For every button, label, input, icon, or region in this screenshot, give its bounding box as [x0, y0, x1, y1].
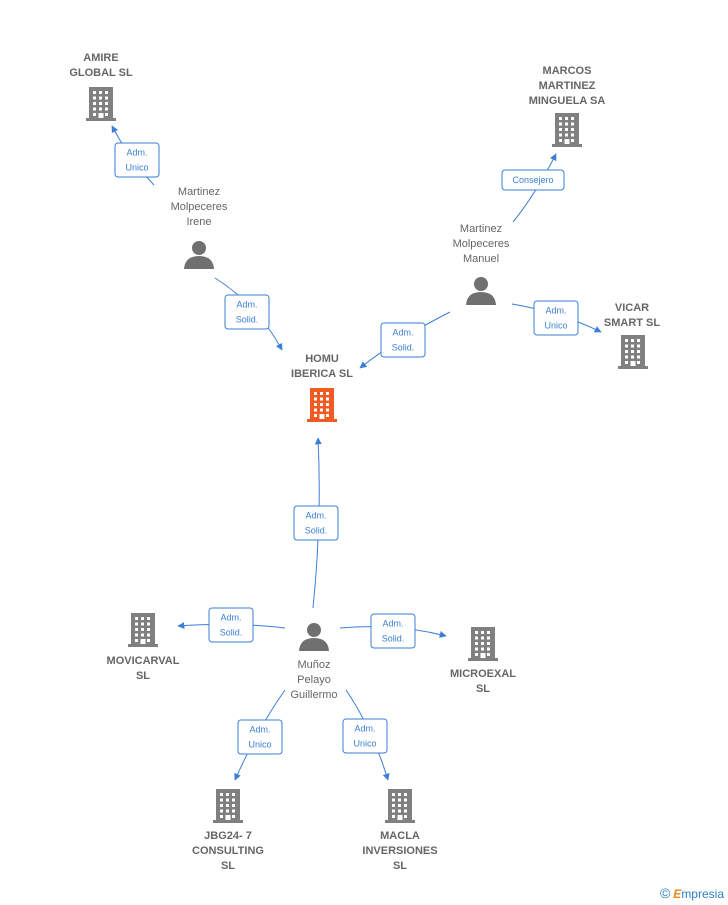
node-macla[interactable]: MACLA INVERSIONES SL	[362, 789, 438, 872]
node-microexal[interactable]: MICROEXAL SL	[450, 627, 516, 695]
edge-label-box[interactable]	[501, 169, 565, 191]
node-label: JBG24- 7	[204, 830, 252, 842]
node-label: Martinez	[460, 223, 502, 235]
edge-label-text: Consejero	[512, 175, 553, 185]
edge-label-text: Adm.	[305, 511, 326, 521]
edge-label-text: Unico	[353, 739, 376, 749]
node-amire[interactable]: AMIRE GLOBAL SL	[69, 52, 133, 121]
brand-initial: E	[673, 887, 682, 901]
edge-guillermo-macla: Adm. Unico	[342, 689, 390, 781]
edge-label-box[interactable]	[370, 613, 416, 649]
brand-name: mpresia	[681, 887, 724, 901]
edge-label-text: Adm.	[382, 619, 403, 629]
edge-label-box[interactable]	[380, 322, 426, 358]
person-icon[interactable]	[466, 277, 496, 305]
edge-label-text: Adm.	[249, 725, 270, 735]
node-label: MACLA	[380, 830, 420, 842]
edge-label-text: Adm.	[545, 306, 566, 316]
edge-manuel-vicar: Adm. Unico	[511, 300, 602, 336]
edge-guillermo-homu: Adm. Solid.	[293, 437, 339, 609]
edge-label-text: Unico	[248, 740, 271, 750]
node-label: MARCOS	[543, 65, 592, 77]
node-label: SL	[393, 860, 407, 872]
node-label: Muñoz	[297, 659, 330, 671]
edge-label-text: Solid.	[382, 634, 405, 644]
node-label: GLOBAL SL	[69, 67, 133, 79]
node-label: VICAR	[615, 302, 649, 314]
edge-label-text: Unico	[125, 163, 148, 173]
edge-label-box[interactable]	[533, 300, 579, 336]
building-icon[interactable]	[86, 87, 116, 121]
building-icon[interactable]	[307, 388, 337, 422]
building-icon[interactable]	[618, 335, 648, 369]
node-marcos[interactable]: MARCOS MARTINEZ MINGUELA SA	[529, 65, 606, 147]
edge-label-text: Adm.	[220, 613, 241, 623]
node-label: Martinez	[178, 186, 220, 198]
edge-guillermo-microexal: Adm. Solid.	[339, 613, 447, 649]
person-icon[interactable]	[299, 623, 329, 651]
node-label: CONSULTING	[192, 845, 264, 857]
edge-guillermo-movicarval: Adm. Solid.	[177, 607, 286, 643]
node-label: HOMU	[305, 353, 339, 365]
watermark: ©Empresia	[660, 885, 724, 901]
edge-label-box[interactable]	[224, 294, 270, 330]
node-label: Molpeceres	[453, 238, 510, 250]
edge-label-text: Adm.	[392, 328, 413, 338]
edge-label-box[interactable]	[114, 142, 160, 178]
edge-label-box[interactable]	[293, 505, 339, 541]
edge-manuel-marcos: Consejero	[501, 153, 565, 223]
node-label: MOVICARVAL	[107, 655, 180, 667]
node-label: Irene	[186, 216, 211, 228]
edge-irene-homu: Adm. Solid.	[214, 277, 283, 351]
node-label: SL	[136, 670, 150, 682]
node-label: INVERSIONES	[362, 845, 437, 857]
edge-line	[512, 153, 557, 223]
edge-label-box[interactable]	[342, 718, 388, 754]
node-movicarval[interactable]: MOVICARVAL SL	[107, 613, 180, 682]
edge-label-text: Unico	[544, 321, 567, 331]
building-icon[interactable]	[128, 613, 158, 647]
node-vicar[interactable]: VICAR SMART SL	[604, 302, 661, 369]
node-label: MARTINEZ	[539, 80, 596, 92]
person-icon[interactable]	[184, 241, 214, 269]
edge-label-box[interactable]	[208, 607, 254, 643]
node-label: SL	[476, 683, 490, 695]
node-label: Manuel	[463, 253, 499, 265]
edge-label-text: Adm.	[236, 300, 257, 310]
edge-irene-amire: Adm. Unico	[111, 125, 160, 186]
node-label: IBERICA SL	[291, 368, 353, 380]
node-label: Pelayo	[297, 674, 331, 686]
edge-label-text: Adm.	[126, 148, 147, 158]
node-label: SL	[221, 860, 235, 872]
edges-layer: Adm.UnicoAdm.Solid.ConsejeroAdm.Solid.Ad…	[111, 125, 602, 781]
node-homu[interactable]: HOMU IBERICA SL	[291, 353, 353, 422]
node-label: MICROEXAL	[450, 668, 516, 680]
edge-label-text: Solid.	[305, 526, 328, 536]
node-label: MINGUELA SA	[529, 95, 606, 107]
edge-guillermo-jbg: Adm. Unico	[234, 689, 286, 781]
edge-manuel-homu: Adm. Solid.	[359, 311, 451, 369]
node-label: SMART SL	[604, 317, 661, 329]
copyright-icon: ©	[659, 885, 671, 901]
node-label: Guillermo	[290, 689, 337, 701]
nodes-layer: HOMU IBERICA SL AMIRE GLOBAL SL MARCOS MARTIN…	[69, 52, 660, 872]
edge-label-text: Solid.	[220, 628, 243, 638]
building-icon[interactable]	[552, 113, 582, 147]
edge-label-box[interactable]	[237, 719, 283, 755]
edge-label-text: Solid.	[392, 343, 415, 353]
node-label: AMIRE	[83, 52, 118, 64]
edge-label-text: Adm.	[354, 724, 375, 734]
building-icon[interactable]	[385, 789, 415, 823]
node-jbg[interactable]: JBG24- 7 CONSULTING SL	[192, 789, 264, 872]
edge-label-text: Solid.	[236, 315, 259, 325]
node-label: Molpeceres	[171, 201, 228, 213]
building-icon[interactable]	[213, 789, 243, 823]
building-icon[interactable]	[468, 627, 498, 661]
